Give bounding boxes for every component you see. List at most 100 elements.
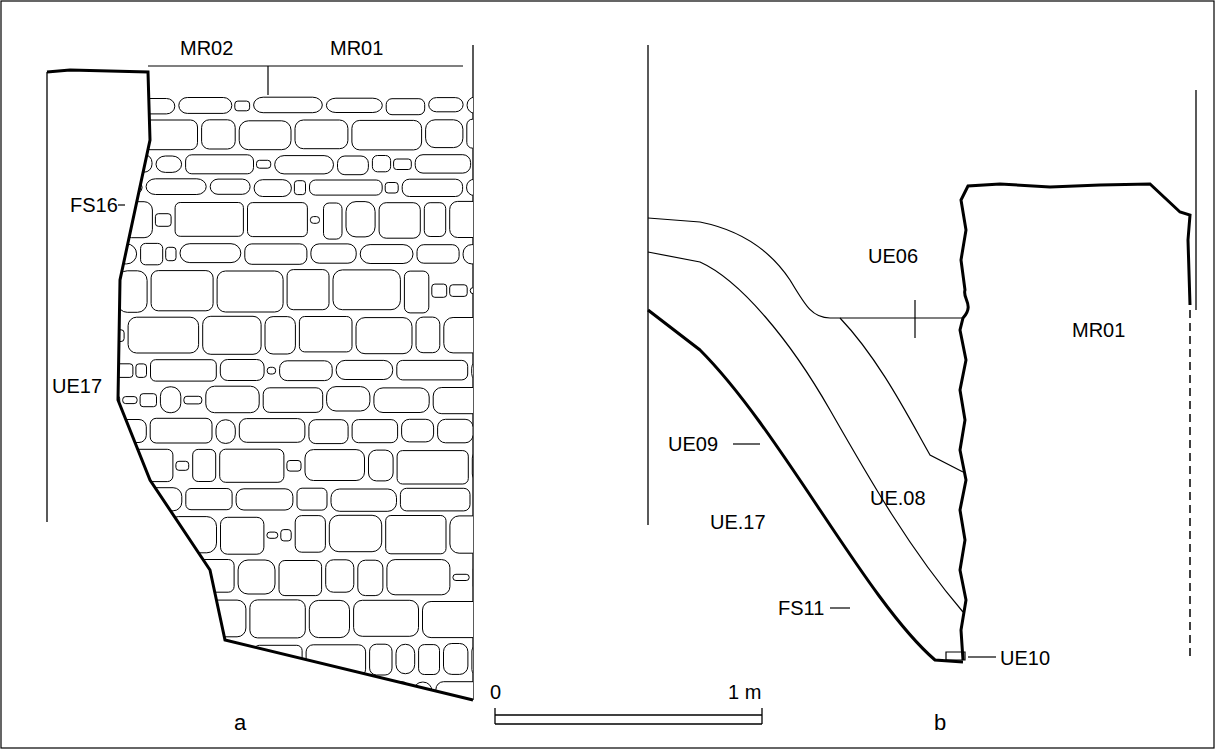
stone [117, 571, 131, 583]
stone [116, 681, 150, 708]
stone [233, 654, 251, 665]
stone [463, 245, 485, 264]
stone [263, 388, 323, 413]
stone [257, 160, 271, 168]
stone [155, 214, 171, 227]
stone [245, 244, 307, 264]
stone [402, 179, 462, 196]
stone [396, 644, 415, 673]
stone [186, 489, 232, 510]
stone [352, 420, 398, 443]
stone [298, 682, 323, 708]
unit-label: UE17 [52, 376, 102, 396]
stone [450, 516, 522, 553]
stone [287, 461, 301, 472]
stone [423, 602, 493, 638]
wall-bracket [148, 65, 463, 66]
stone [239, 419, 305, 443]
scale-bar [495, 714, 762, 715]
stone [184, 396, 202, 404]
stone [397, 360, 468, 380]
wall-face-hidden [1189, 310, 1191, 660]
stone [356, 318, 412, 354]
stone [433, 388, 493, 414]
unit-label: UE.08 [870, 488, 926, 508]
stone [327, 387, 370, 411]
stone [150, 418, 212, 443]
feature-label: FS11 [778, 598, 824, 618]
stone [135, 560, 158, 593]
stone [250, 600, 305, 638]
stone [195, 681, 251, 706]
stone [432, 284, 447, 297]
stone [453, 574, 469, 580]
stone [472, 361, 494, 382]
stone [370, 644, 392, 675]
stone [394, 159, 412, 170]
wall-label: MR01 [330, 38, 383, 58]
stone [238, 560, 275, 594]
stone [112, 494, 128, 506]
deposit-lens [946, 652, 965, 660]
stone [128, 317, 199, 353]
stone [309, 420, 348, 444]
leader-tick [914, 300, 915, 338]
scale-label: 1 m [728, 682, 761, 702]
stone [171, 680, 191, 708]
stone [326, 98, 382, 112]
stone [352, 120, 422, 149]
stone [151, 360, 217, 381]
stone [221, 517, 264, 554]
stone [358, 560, 383, 595]
stone [356, 682, 409, 707]
stone [336, 360, 393, 379]
stone [386, 99, 425, 115]
stone [108, 600, 163, 639]
stone [474, 487, 517, 509]
stone [103, 181, 118, 194]
stone [180, 244, 241, 263]
stone [210, 179, 250, 194]
unit-label: UE10 [1000, 648, 1050, 668]
stone [326, 690, 338, 700]
stone [110, 119, 139, 148]
stone [299, 317, 352, 352]
stone [444, 644, 468, 675]
stone [104, 516, 139, 554]
stone [379, 203, 420, 239]
stone [444, 318, 510, 353]
stone [195, 645, 229, 677]
stone [166, 247, 176, 260]
layer-boundary [648, 218, 963, 318]
unit-label: UE.17 [710, 512, 766, 532]
stone [140, 394, 156, 407]
stone [267, 532, 278, 538]
stone [161, 570, 178, 584]
stone [146, 179, 206, 195]
cut-line [648, 310, 963, 662]
stone [295, 516, 325, 553]
leader-line [830, 607, 850, 608]
stone [333, 270, 400, 310]
stone [268, 690, 278, 700]
stone [119, 101, 134, 111]
scale-tick [761, 708, 762, 724]
stone [120, 449, 173, 481]
section-edge [46, 72, 47, 522]
stone [472, 450, 507, 481]
stone [340, 689, 352, 701]
stone [143, 516, 165, 553]
cut-line [47, 70, 473, 700]
stone [169, 517, 217, 553]
stone [275, 156, 334, 174]
panel-letter: b [934, 712, 946, 734]
stone [386, 516, 446, 554]
stone [450, 285, 468, 297]
stone [397, 451, 468, 484]
stone [385, 183, 398, 194]
stone [193, 449, 216, 481]
stone [329, 515, 381, 551]
stone [131, 645, 191, 675]
